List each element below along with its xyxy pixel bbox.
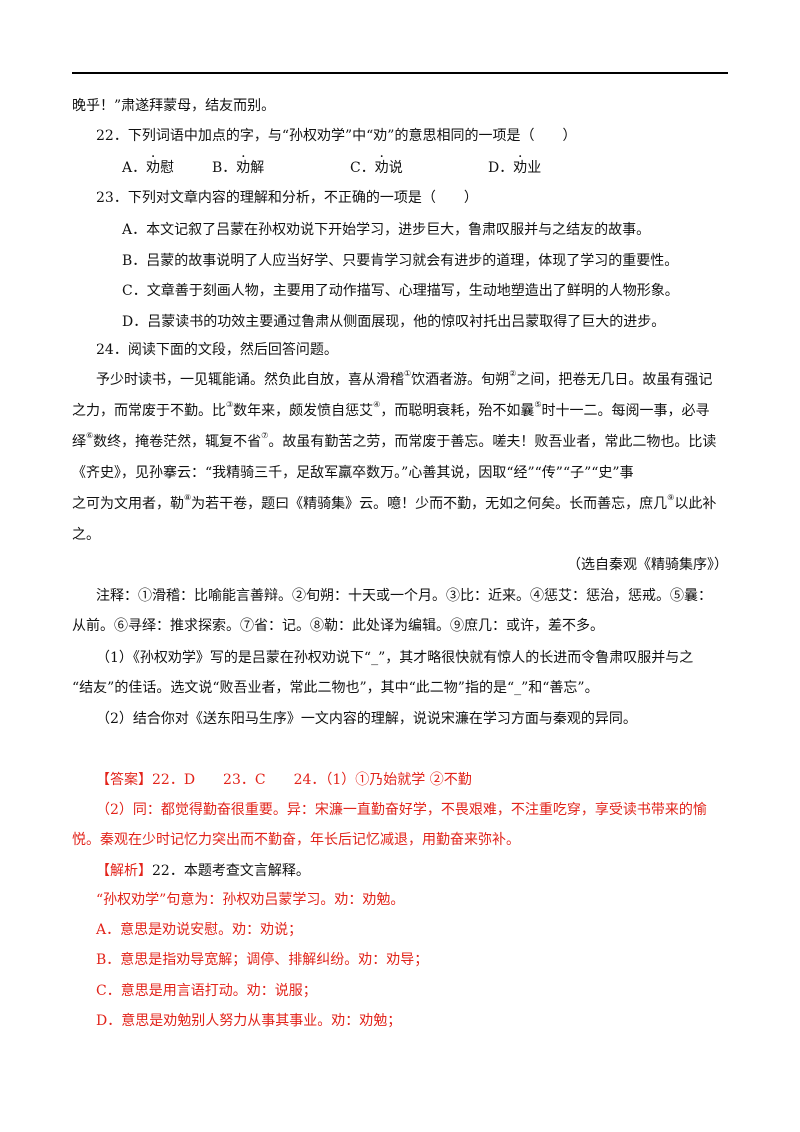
source-citation: （选自秦观《精骑集序》） bbox=[567, 557, 728, 573]
passage-line: 之。 bbox=[72, 527, 100, 543]
analysis-option-a: A．意思是劝说安慰。劝：劝说； bbox=[96, 922, 303, 938]
analysis-line: “孙权劝学”句意为：孙权劝吕蒙学习。劝：劝勉。 bbox=[96, 892, 405, 908]
passage-line: 之力，而常废于不勤。比③数年来，颇发愤自惩艾④，而聪明衰耗，殆不如曩⑤时十一二。… bbox=[72, 400, 710, 420]
analysis-line: 【解析】22．本题考查文言解释。 bbox=[96, 863, 310, 879]
passage-line: 绎⑥数终，掩卷茫然，辄复不省⑦。故虽有勤苦之劳，而常废于善忘。嗟夫！败吾业者，常… bbox=[72, 431, 717, 451]
passage-line: 《齐史》，见孙搴云：“我精骑三千，足敌军羸卒数万。”心善其说，因取“经”“传”“… bbox=[72, 465, 634, 481]
text-line: 晚乎！”肃遂拜蒙母，结友而别。 bbox=[72, 98, 276, 114]
analysis-option-b: B．意思是指劝导宽解；调停、排解纠纷。劝：劝导； bbox=[96, 952, 429, 968]
question-24: 24．阅读下面的文段，然后回答问题。 bbox=[96, 342, 338, 358]
analysis-option-d: D．意思是劝勉别人努力从事其事业。劝：劝勉； bbox=[96, 1013, 402, 1029]
option-22-a: A．劝慰 bbox=[122, 158, 174, 178]
answer-line: （2）同：都觉得勤奋很重要。异：宋濂一直勤奋好学，不畏艰难，不注重吃穿，享受读书… bbox=[96, 802, 707, 818]
option-23-c: C．文章善于刻画人物，主要用了动作描写、心理描写，生动地塑造出了鲜明的人物形象。 bbox=[122, 283, 679, 299]
question-23: 23．下列对文章内容的理解和分析，不正确的一项是（ ） bbox=[96, 190, 478, 206]
option-23-a: A．本文记叙了吕蒙在孙权劝说下开始学习，进步巨大，鲁肃叹服并与之结友的故事。 bbox=[122, 222, 651, 238]
option-23-d: D．吕蒙读书的功效主要通过鲁肃从侧面展现，他的惊叹衬托出吕蒙取得了巨大的进步。 bbox=[122, 314, 666, 330]
question-22: 22．下列词语中加点的字，与“孙权劝学”中“劝”的意思相同的一项是（ ） bbox=[96, 128, 577, 144]
option-23-b: B．吕蒙的故事说明了人应当好学、只要肯学习就会有进步的道理，体现了学习的重要性。 bbox=[122, 253, 679, 269]
option-22-d: D．劝业 bbox=[488, 158, 541, 178]
notes-line: 注释：①滑稽：比喻能言善辩。②旬朔：十天或一个月。③比：近来。④惩艾：惩治，惩戒… bbox=[96, 588, 712, 604]
header-rule bbox=[72, 72, 728, 74]
notes-line: 从前。⑥寻绎：推求探索。⑦省：记。⑧勒：此处译为编辑。⑨庶几：或许，差不多。 bbox=[72, 618, 604, 634]
answer-line: 【答案】22．D 23．C 24．（1）①乃始就学 ②不勤 bbox=[96, 772, 472, 788]
answer-line: 悦。秦观在少时记忆力突出而不勤奋，年长后记忆减退，用勤奋来弥补。 bbox=[72, 832, 520, 848]
option-22-c: C．劝说 bbox=[350, 158, 403, 178]
analysis-option-c: C．意思是用言语打动。劝：说服； bbox=[96, 983, 317, 999]
passage-line: 予少时读书，一见辄能诵。然负此自放，喜从滑稽①饮酒者游。旬朔②之间，把卷无几日。… bbox=[96, 369, 713, 389]
subquestion-2: （2）结合你对《送东阳马生序》一文内容的理解，说说宋濂在学习方面与秦观的异同。 bbox=[96, 711, 637, 727]
passage-line: 之可为文用者，勒⑧为若干卷，题曰《精骑集》云。噫！少而不勤，无如之何矣。长而善忘… bbox=[72, 493, 717, 513]
subquestion-1: （1）《孙权劝学》写的是吕蒙在孙权劝说下“_”，其才略很快就有惊人的长进而令鲁肃… bbox=[96, 650, 694, 666]
option-22-b: B．劝解 bbox=[212, 158, 264, 178]
subquestion-1-cont: “结友”的佳话。选文说“败吾业者，常此二物也”，其中“此二物”指的是“_”和“善… bbox=[72, 680, 599, 696]
